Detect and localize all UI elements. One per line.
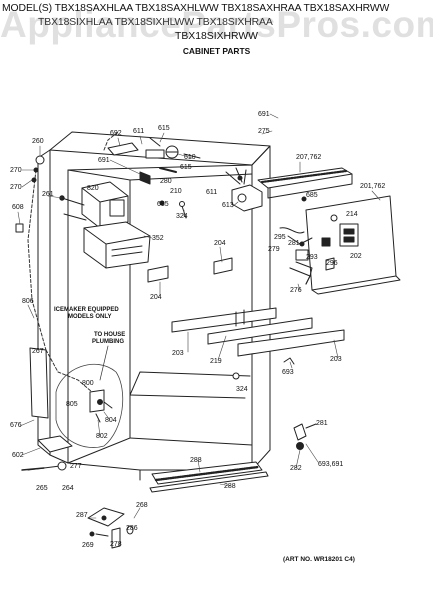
label-210: 210 (170, 188, 182, 195)
control-panel (305, 195, 401, 295)
label-281: 281 (288, 240, 300, 247)
label-204-b: 204 (150, 294, 162, 301)
label-267: 267 (32, 348, 44, 355)
part-labels: 691 275 692 611 615 691 610 260 270 280 … (10, 111, 385, 549)
left-side-parts (15, 155, 49, 419)
water-valve (89, 389, 113, 423)
plumbing-arrow (99, 345, 109, 381)
label-275: 275 (258, 128, 270, 135)
label-324-b: 324 (236, 386, 248, 393)
label-800: 800 (82, 380, 94, 387)
icemaker-note-line-1: ICEMAKER EQUIPPED (54, 307, 119, 313)
label-613: 613 (222, 202, 234, 209)
label-270-b: 270 (10, 184, 22, 191)
label-268: 268 (136, 502, 148, 509)
icemaker-notes: ICEMAKER EQUIPPED MODELS ONLY TO HOUSE P… (54, 307, 125, 345)
base-rail-parts (21, 435, 73, 471)
label-282: 282 (290, 465, 302, 472)
label-676: 676 (10, 422, 22, 429)
control-housing (257, 167, 353, 199)
rail-brackets (147, 257, 233, 283)
thermostat-wiring (279, 227, 313, 285)
label-288: 288 (190, 457, 202, 464)
label-201-762: 201,762 (360, 183, 385, 190)
icemaker-assembly (59, 181, 151, 269)
label-608: 608 (12, 204, 24, 211)
leveling-parts (87, 507, 134, 549)
label-277: 277 (70, 463, 82, 470)
model-list-line-1: MODEL(S) TBX18SAXHLAA TBX18SAXHLWW TBX18… (2, 3, 390, 14)
label-296: 296 (326, 260, 338, 267)
label-264: 264 (62, 485, 74, 492)
label-806: 806 (22, 298, 34, 305)
label-615-b: 615 (180, 164, 192, 171)
toe-grille (149, 461, 269, 493)
label-820: 820 (87, 185, 99, 192)
label-279: 279 (268, 246, 280, 253)
label-615: 615 (158, 125, 170, 132)
label-693-691: 693,691 (318, 461, 343, 468)
label-691: 691 (258, 111, 270, 118)
label-214: 214 (346, 211, 358, 218)
label-685: 685 (157, 201, 169, 208)
top-hinge-hardware (107, 137, 307, 206)
plumbing-note-line-2: PLUMBING (92, 339, 124, 345)
section-title: CABINET PARTS (182, 46, 251, 56)
label-288-b: 288 (224, 483, 236, 490)
small-fasteners (179, 201, 295, 380)
label-278: 278 (110, 541, 122, 548)
label-203-b: 203 (330, 356, 342, 363)
model-list-line-3: TBX18SIXHRWW (175, 31, 258, 42)
label-286: 286 (126, 525, 138, 532)
label-204: 204 (214, 240, 226, 247)
label-685-b: 685 (306, 192, 318, 199)
label-265: 265 (36, 485, 48, 492)
label-691-b: 691 (98, 157, 110, 164)
label-293: 293 (306, 254, 318, 261)
label-207-762: 207,762 (296, 154, 321, 161)
water-line (27, 131, 119, 393)
label-692: 692 (110, 130, 122, 137)
label-805: 805 (66, 401, 78, 408)
label-281-b: 281 (316, 420, 328, 427)
label-287: 287 (76, 512, 88, 519)
leader-lines (17, 113, 381, 519)
label-260: 260 (32, 138, 44, 145)
label-203: 203 (172, 350, 184, 357)
model-list-line-2: TBX18SIXHLAA TBX18SIXHLWW TBX18SIXHRAA (38, 17, 273, 28)
label-276: 276 (290, 287, 302, 294)
label-611: 611 (133, 128, 144, 135)
label-602: 602 (12, 452, 24, 459)
shelf-rails (171, 307, 345, 357)
label-693: 693 (282, 369, 294, 376)
label-280: 280 (160, 178, 172, 185)
label-270: 270 (10, 167, 22, 174)
icemaker-note-line-2: MODELS ONLY (68, 314, 111, 320)
label-804: 804 (105, 417, 117, 424)
label-352: 352 (152, 235, 164, 242)
label-202: 202 (350, 253, 362, 260)
label-261: 261 (42, 191, 54, 198)
roller-assembly (293, 423, 317, 450)
label-269: 269 (82, 542, 94, 549)
cabinet-outline (37, 131, 271, 481)
label-295: 295 (274, 234, 286, 241)
art-number: (ART NO. WR18201 C4) (283, 556, 355, 563)
label-324: 324 (176, 213, 188, 220)
evaporator-fan-assembly (225, 167, 263, 212)
label-802: 802 (96, 433, 108, 440)
label-611-b: 611 (206, 189, 217, 196)
plumbing-note-line-1: TO HOUSE (94, 332, 125, 338)
label-219: 219 (210, 358, 222, 365)
